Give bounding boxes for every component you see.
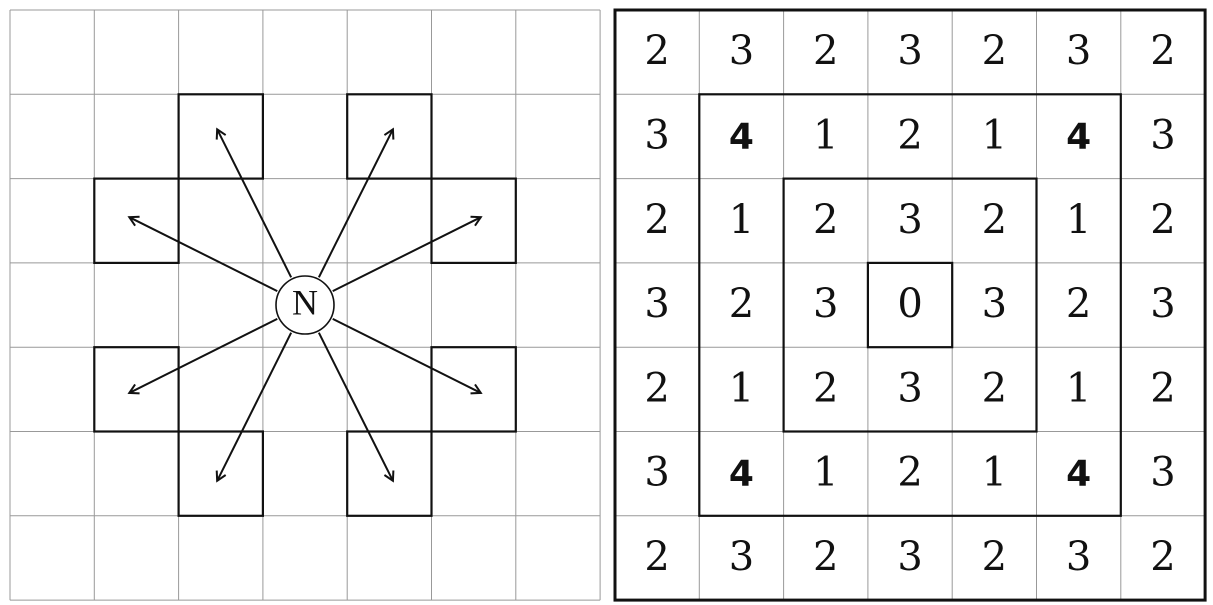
distance-cell-value: 3 (1066, 28, 1091, 74)
distance-cell-value: 3 (644, 112, 669, 158)
distance-cell-value: 1 (729, 365, 754, 411)
knight-target-square (93, 177, 180, 265)
distance-cell-value: 3 (1150, 281, 1175, 327)
distance-cell-value: 3 (1150, 112, 1175, 158)
distance-cell-value: 2 (1150, 197, 1175, 243)
distance-cell-value: 2 (982, 365, 1007, 411)
distance-cell-value: 3 (897, 197, 922, 243)
distance-cell-value: 4 (1066, 454, 1091, 495)
distance-cell-value: 1 (982, 450, 1007, 496)
distance-cell-value: 2 (813, 197, 838, 243)
knight-origin-marker: N (275, 275, 335, 335)
distance-cell-value: 3 (813, 281, 838, 327)
knight-move-arrow (217, 332, 293, 481)
distance-cell-value: 1 (982, 112, 1007, 158)
knight-target-square (346, 430, 433, 517)
distance-cell-value: 2 (644, 197, 669, 243)
distance-cell-value: 2 (644, 28, 669, 74)
knight-origin-circle (275, 275, 335, 335)
knight-move-arrow (129, 217, 278, 293)
distance-cell-value: 3 (982, 281, 1007, 327)
knight-move-arrow (332, 317, 481, 393)
distance-cell-value: 2 (982, 197, 1007, 243)
distance-cell-value: 2 (982, 534, 1007, 580)
distance-cell-value: 3 (729, 534, 754, 580)
distance-cell-value: 1 (1066, 365, 1091, 411)
distance-ring (782, 177, 1038, 433)
distance-cell-value: 3 (644, 281, 669, 327)
knight-target-square (430, 346, 517, 433)
distance-cell-value: 2 (1150, 534, 1175, 580)
distance-cell-value: 3 (644, 450, 669, 496)
distance-cell-value: 2 (644, 365, 669, 411)
distance-cell-value: 4 (729, 454, 754, 495)
distance-cell-value: 2 (982, 28, 1007, 74)
knight-move-arrow (217, 129, 293, 278)
distance-cell-value: 2 (644, 534, 669, 580)
knight-target-square (177, 93, 265, 180)
knight-move-arrow (332, 217, 481, 293)
knight-move-arrow (317, 332, 393, 481)
distance-cell-value: 0 (897, 281, 922, 327)
distance-cell-value: 2 (1150, 28, 1175, 74)
distance-cell-value: 2 (729, 281, 754, 327)
distance-cell-value: 3 (897, 365, 922, 411)
distance-cell-value: 1 (813, 450, 838, 496)
distance-cell-value: 2 (813, 534, 838, 580)
distance-cell-value: 2 (813, 28, 838, 74)
distance-cell-value: 2 (1150, 365, 1175, 411)
distance-cell-value: 2 (897, 112, 922, 158)
knight-origin-label: N (292, 282, 318, 322)
distance-ring (698, 93, 1122, 517)
board-outer-border (613, 8, 1207, 602)
distance-cell-value: 4 (729, 116, 754, 157)
distance-cell-value: 4 (1066, 116, 1091, 157)
knight-move-arrow (317, 129, 393, 278)
distance-cell-value: 1 (1066, 197, 1091, 243)
distance-cell-value: 3 (1150, 450, 1175, 496)
distance-cell-value: 3 (897, 28, 922, 74)
distance-cell-value: 3 (729, 28, 754, 74)
knight-move-arrows (129, 129, 481, 481)
distance-cell-value: 2 (897, 450, 922, 496)
knight-move-arrow (129, 317, 278, 393)
knight-target-square (346, 93, 433, 180)
distance-values: 2 3 2 3 2 3 2 3 4 1 2 1 4 3 2 1 2 3 2 1 2 3 2 3 0 3 2 3 2 1 2 3 2 1 2 3 4 1 2 1… (644, 28, 1175, 580)
distance-cell-value: 3 (1066, 534, 1091, 580)
distance-cell-value: 2 (1066, 281, 1091, 327)
knight-target-square (93, 346, 180, 433)
distance-ring (866, 261, 954, 349)
knight-moves-board: N (9, 9, 601, 601)
distance-ring-outlines (698, 93, 1122, 517)
distance-cell-value: 3 (897, 534, 922, 580)
knight-target-square (430, 177, 517, 265)
distance-cell-value: 2 (813, 365, 838, 411)
knight-target-squares (93, 93, 517, 517)
distance-cell-value: 1 (813, 112, 838, 158)
knight-target-square (177, 430, 265, 517)
knight-distance-board: 2 3 2 3 2 3 2 3 4 1 2 1 4 3 2 1 2 3 2 1 2 3 2 3 0 3 2 3 2 1 2 3 2 1 2 3 4 1 2 1… (613, 8, 1207, 602)
distance-cell-value: 1 (729, 197, 754, 243)
